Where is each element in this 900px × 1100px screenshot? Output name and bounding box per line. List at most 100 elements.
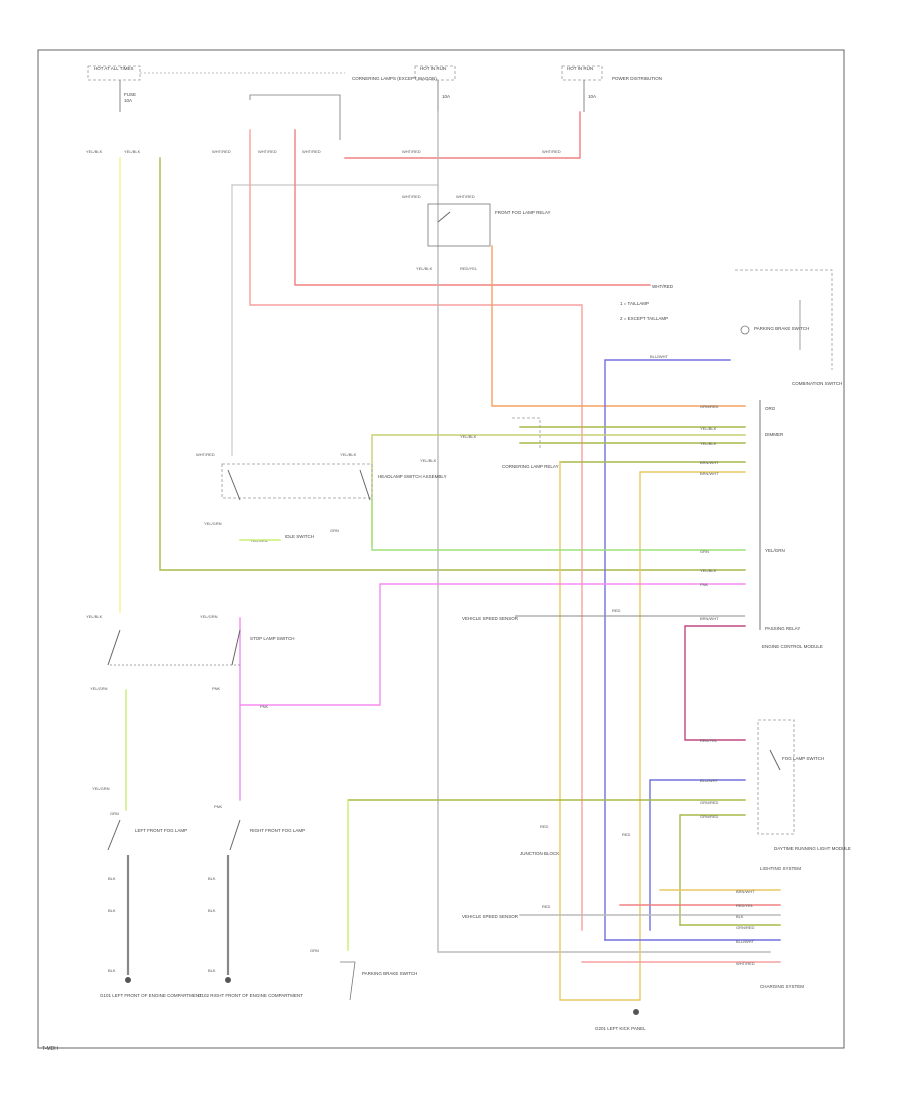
svg-text:YEL/BLK: YEL/BLK (340, 452, 357, 457)
svg-text:GRN: GRN (110, 811, 119, 816)
svg-text:RED: RED (612, 608, 621, 613)
svg-text:DAYTIME RUNNING LIGHT MODULE: DAYTIME RUNNING LIGHT MODULE (774, 846, 851, 851)
svg-text:YEL/GRN: YEL/GRN (200, 614, 218, 619)
svg-text:RED/YEL: RED/YEL (700, 738, 718, 743)
junction-block-note: JUNCTION BLOCK RED RED VEHICLE SPEED SEN… (462, 824, 631, 919)
ground-left: G101 LEFT FRONT OF ENGINE COMPARTMENT (100, 977, 202, 998)
svg-text:YEL/GRN: YEL/GRN (765, 548, 785, 553)
svg-text:JUNCTION BLOCK: JUNCTION BLOCK (520, 851, 559, 856)
svg-text:BLK: BLK (736, 914, 744, 919)
wire-olive-top (159, 157, 746, 571)
svg-text:WHT/RED: WHT/RED (402, 194, 421, 199)
wire-olive-bottom2 (679, 814, 746, 926)
svg-text:BRN/WHT: BRN/WHT (736, 889, 755, 894)
wire-yelgrn-1 (371, 434, 746, 546)
svg-text:COMBINATION SWITCH: COMBINATION SWITCH (792, 381, 842, 386)
svg-text:CORNERING LAMP RELAY: CORNERING LAMP RELAY (502, 464, 559, 469)
svg-text:BLU/WHT: BLU/WHT (736, 939, 755, 944)
svg-text:WHT/RED: WHT/RED (196, 452, 215, 457)
svg-text:STOP LAMP SWITCH: STOP LAMP SWITCH (250, 636, 295, 641)
ground-mid: G102 RIGHT FRONT OF ENGINE COMPARTMENT (198, 977, 303, 998)
svg-text:PNK: PNK (214, 804, 223, 809)
svg-text:G101 LEFT FRONT OF ENGINE COMP: G101 LEFT FRONT OF ENGINE COMPARTMENT (100, 993, 202, 998)
svg-text:WHT/RED: WHT/RED (258, 149, 277, 154)
svg-text:ORG: ORG (765, 406, 776, 411)
svg-text:GRN/RED: GRN/RED (736, 925, 755, 930)
svg-text:FRONT FOG LAMP RELAY: FRONT FOG LAMP RELAY (495, 210, 551, 215)
svg-text:BLU/WHT: BLU/WHT (650, 354, 669, 359)
svg-text:PARKING BRAKE SWITCH: PARKING BRAKE SWITCH (754, 326, 809, 331)
front-fog-relay-box: FRONT FOG LAMP RELAY WHT/RED WHT/RED YEL… (402, 194, 551, 271)
svg-text:10A: 10A (588, 94, 596, 99)
wire-blue-right (604, 359, 731, 941)
svg-text:YEL/BLK: YEL/BLK (700, 441, 717, 446)
svg-text:10A: 10A (124, 98, 132, 103)
svg-text:YEL/GRN: YEL/GRN (204, 521, 222, 526)
svg-text:GRN/RED: GRN/RED (700, 800, 719, 805)
svg-text:WHT/RED: WHT/RED (212, 149, 231, 154)
left-fog-lamp: LEFT FRONT FOG LAMP YEL/GRN GRN BLK BLK … (92, 786, 187, 975)
svg-text:IDLE SWITCH: IDLE SWITCH (285, 534, 314, 539)
svg-text:GRN/RED: GRN/RED (700, 404, 719, 409)
svg-text:BLK: BLK (208, 968, 216, 973)
vehicle-speed-sensor-area: VEHICLE SPEED SENSOR RED ENGINE CONTROL … (462, 608, 823, 649)
headlamp-switch: HEADLAMP SWITCH ASSEMBLY WHT/RED YEL/BLK… (196, 452, 447, 501)
svg-text:G102 RIGHT FRONT OF ENGINE COM: G102 RIGHT FRONT OF ENGINE COMPARTMENT (198, 993, 303, 998)
svg-text:HEADLAMP SWITCH ASSEMBLY: HEADLAMP SWITCH ASSEMBLY (378, 474, 447, 479)
svg-text:HOT IN RUN: HOT IN RUN (420, 66, 446, 71)
svg-text:DIMMER: DIMMER (765, 432, 784, 437)
fuse-right: HOT IN RUN 10A POWER DISTRIBUTION (561, 65, 662, 112)
cornering-lamp-relay: CORNERING LAMP RELAY (502, 417, 559, 469)
wire-red-center (249, 129, 583, 931)
svg-text:RED/YEL: RED/YEL (736, 903, 754, 908)
svg-text:WHT/RED: WHT/RED (736, 961, 755, 966)
svg-text:BLK: BLK (108, 876, 116, 881)
svg-text:VEHICLE SPEED SENSOR: VEHICLE SPEED SENSOR (462, 616, 519, 621)
svg-text:PASSING RELAY: PASSING RELAY (765, 626, 800, 631)
wire-pink (239, 583, 746, 706)
wire-magenta (684, 625, 746, 741)
svg-text:PNK: PNK (260, 704, 269, 709)
svg-text:RED: RED (622, 832, 631, 837)
wire-orange (491, 245, 746, 407)
svg-text:RIGHT FRONT FOG LAMP: RIGHT FRONT FOG LAMP (250, 828, 305, 833)
svg-text:HOT IN RUN: HOT IN RUN (567, 66, 593, 71)
daytime-running-light-module: FOG LAMP SWITCH DAYTIME RUNNING LIGHT MO… (757, 719, 851, 851)
svg-text:BRN/WHT: BRN/WHT (700, 616, 719, 621)
svg-text:FUSE: FUSE (124, 92, 136, 97)
svg-text:ENGINE CONTROL MODULE: ENGINE CONTROL MODULE (762, 644, 823, 649)
svg-text:VEHICLE SPEED SENSOR: VEHICLE SPEED SENSOR (462, 914, 519, 919)
svg-text:RED: RED (542, 904, 551, 909)
svg-text:BLK: BLK (108, 968, 116, 973)
svg-text:YEL/BLK: YEL/BLK (416, 266, 433, 271)
svg-text:RED: RED (540, 824, 549, 829)
svg-text:BRN/WHT: BRN/WHT (700, 460, 719, 465)
svg-text:BRN/WHT: BRN/WHT (700, 471, 719, 476)
svg-text:GRN/RED: GRN/RED (700, 814, 719, 819)
right-fog-lamp: RIGHT FRONT FOG LAMP PNK BLK BLK BLK (208, 804, 305, 975)
svg-text:YEL/BLK: YEL/BLK (420, 458, 437, 463)
svg-text:YEL/BLK: YEL/BLK (700, 568, 717, 573)
ground-bottom: G201 LEFT KICK PANEL (560, 999, 646, 1031)
svg-text:PNK: PNK (700, 582, 709, 587)
footer-code: T-MDH (42, 1046, 58, 1052)
wire-red-top (344, 111, 581, 159)
svg-text:2 = EXCEPT TAILLAMP: 2 = EXCEPT TAILLAMP (620, 316, 668, 321)
wire-red-left (294, 129, 651, 286)
svg-text:WHT/RED: WHT/RED (456, 194, 475, 199)
wire-gray-center (437, 111, 771, 953)
parking-brake-bottom: GRN PARKING BRAKE SWITCH (310, 948, 417, 1001)
svg-text:BLK: BLK (108, 908, 116, 913)
stop-lamp-switch: STOP LAMP SWITCH YEL/BLK YEL/GRN YEL/GRN… (86, 614, 295, 691)
connector-right: WHT/RED 1 = TAILLAMP 2 = EXCEPT TAILLAMP… (620, 269, 833, 370)
svg-text:GRN: GRN (330, 528, 339, 533)
rear-motor-note: CORNERING LAMPS (EXCEPT WAGON) (249, 76, 437, 140)
combination-switch-module: COMBINATION SWITCH ORG DIMMER YEL/GRN PA… (759, 381, 842, 631)
svg-text:YEL/GRN: YEL/GRN (92, 786, 110, 791)
svg-text:YEL/BLK: YEL/BLK (86, 149, 103, 154)
svg-text:PARKING BRAKE SWITCH: PARKING BRAKE SWITCH (362, 971, 417, 976)
svg-text:WHT/RED: WHT/RED (302, 149, 321, 154)
svg-text:WHT/RED: WHT/RED (652, 284, 674, 289)
svg-text:BLU/WHT: BLU/WHT (700, 778, 719, 783)
